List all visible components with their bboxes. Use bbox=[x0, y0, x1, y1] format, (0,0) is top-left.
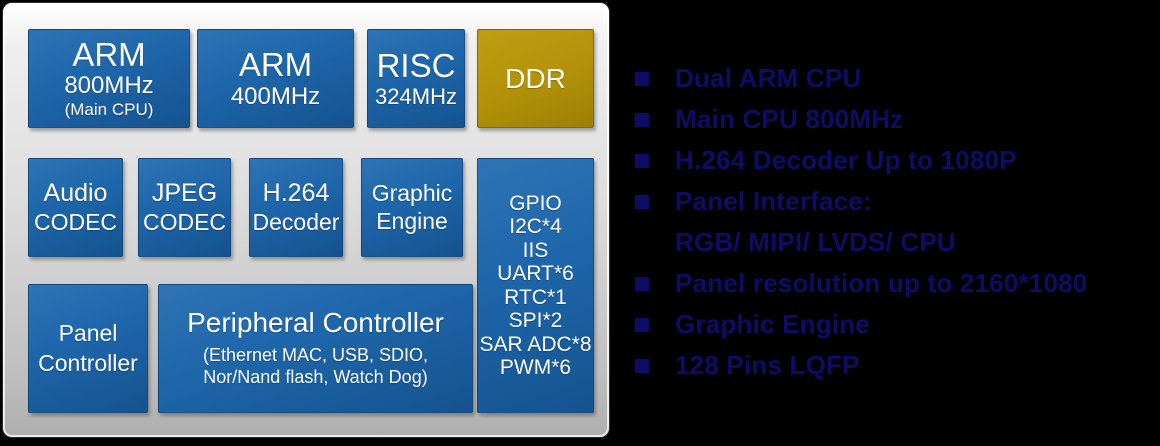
io-line-i2c: I2C*4 bbox=[509, 215, 562, 238]
bullet-square-icon bbox=[635, 276, 649, 291]
block-arm-main-cpu: ARM 800MHz (Main CPU) bbox=[28, 29, 190, 128]
feature-text: Panel resolution up to 2160*1080 bbox=[675, 268, 1088, 298]
bullet-square-icon bbox=[635, 112, 649, 127]
block-line2: Controller bbox=[38, 349, 138, 376]
block-title: ARM bbox=[72, 35, 146, 73]
feature-text: RGB/ MIPI/ LVDS/ CPU bbox=[675, 227, 956, 257]
block-subtitle-line1: (Ethernet MAC, USB, SDIO, bbox=[202, 344, 429, 365]
block-arm-secondary: ARM 400MHz bbox=[197, 29, 354, 128]
block-line1: Audio bbox=[43, 179, 108, 208]
block-note: (Main CPU) bbox=[64, 99, 154, 119]
feature-item-package: 128 Pins LQFP bbox=[625, 345, 1155, 386]
block-io-peripherals: GPIO I2C*4 IIS UART*6 RTC*1 SPI*2 SAR AD… bbox=[477, 158, 594, 413]
io-line-gpio: GPIO bbox=[509, 191, 562, 215]
feature-text: Main CPU 800MHz bbox=[675, 104, 904, 134]
io-line-spi: SPI*2 bbox=[508, 309, 563, 332]
block-line1: JPEG bbox=[151, 179, 218, 208]
bullet-square-icon bbox=[635, 194, 649, 209]
feature-item-main-cpu: Main CPU 800MHz bbox=[625, 99, 1155, 140]
block-jpeg-codec: JPEG CODEC bbox=[138, 158, 231, 257]
io-line-sar-adc: SAR ADC*8 bbox=[479, 332, 592, 356]
block-peripheral-controller: Peripheral Controller (Ethernet MAC, USB… bbox=[158, 284, 473, 413]
feature-item-h264: H.264 Decoder Up to 1080P bbox=[625, 140, 1155, 181]
bullet-square-icon bbox=[635, 71, 649, 86]
block-subtitle-line2: Nor/Nand flash, Watch Dog) bbox=[203, 367, 428, 388]
feature-text: Dual ARM CPU bbox=[675, 63, 862, 93]
block-panel-controller: Panel Controller bbox=[28, 284, 148, 413]
block-line2: Engine bbox=[376, 207, 448, 234]
feature-item-panel-resolution: Panel resolution up to 2160*1080 bbox=[625, 263, 1155, 304]
block-title: DDR bbox=[505, 62, 566, 94]
feature-item-panel-interface-detail: RGB/ MIPI/ LVDS/ CPU bbox=[625, 222, 1155, 263]
block-audio-codec: Audio CODEC bbox=[28, 158, 123, 257]
feature-text: 128 Pins LQFP bbox=[675, 350, 860, 380]
feature-list: Dual ARM CPU Main CPU 800MHz H.264 Decod… bbox=[625, 58, 1155, 386]
feature-item-panel-interface: Panel Interface: bbox=[625, 181, 1155, 222]
bullet-square-icon bbox=[635, 358, 649, 373]
block-subtitle: 324MHz bbox=[375, 83, 457, 109]
block-subtitle: 800MHz bbox=[64, 72, 154, 100]
feature-text: Graphic Engine bbox=[675, 309, 870, 339]
block-line2: Decoder bbox=[252, 208, 340, 235]
io-line-iis: IIS bbox=[522, 238, 549, 262]
feature-item-dual-arm: Dual ARM CPU bbox=[625, 58, 1155, 99]
block-line2: CODEC bbox=[142, 208, 227, 235]
feature-text: Panel Interface: bbox=[675, 186, 872, 216]
block-title: ARM bbox=[238, 45, 313, 83]
block-risc: RISC 324MHz bbox=[367, 29, 465, 128]
block-h264-decoder: H.264 Decoder bbox=[249, 158, 343, 257]
block-ddr: DDR bbox=[477, 29, 594, 128]
feature-item-graphic-engine: Graphic Engine bbox=[625, 304, 1155, 345]
io-line-pwm: PWM*6 bbox=[499, 356, 572, 379]
block-title: Peripheral Controller bbox=[187, 307, 444, 339]
block-subtitle: 400MHz bbox=[230, 82, 321, 110]
block-line1: Graphic bbox=[371, 180, 453, 207]
block-line2: CODEC bbox=[33, 208, 118, 235]
soc-block-diagram-panel: ARM 800MHz (Main CPU) ARM 400MHz RISC 32… bbox=[3, 3, 609, 437]
block-title: RISC bbox=[376, 47, 456, 85]
io-line-uart: UART*6 bbox=[497, 262, 574, 285]
block-graphic-engine: Graphic Engine bbox=[361, 158, 463, 257]
bullet-square-icon bbox=[635, 153, 649, 168]
block-line1: H.264 bbox=[262, 179, 330, 208]
io-line-rtc: RTC*1 bbox=[504, 285, 567, 309]
block-line1: Panel bbox=[58, 319, 118, 346]
bullet-square-icon bbox=[635, 317, 649, 332]
feature-text: H.264 Decoder Up to 1080P bbox=[675, 145, 1017, 175]
